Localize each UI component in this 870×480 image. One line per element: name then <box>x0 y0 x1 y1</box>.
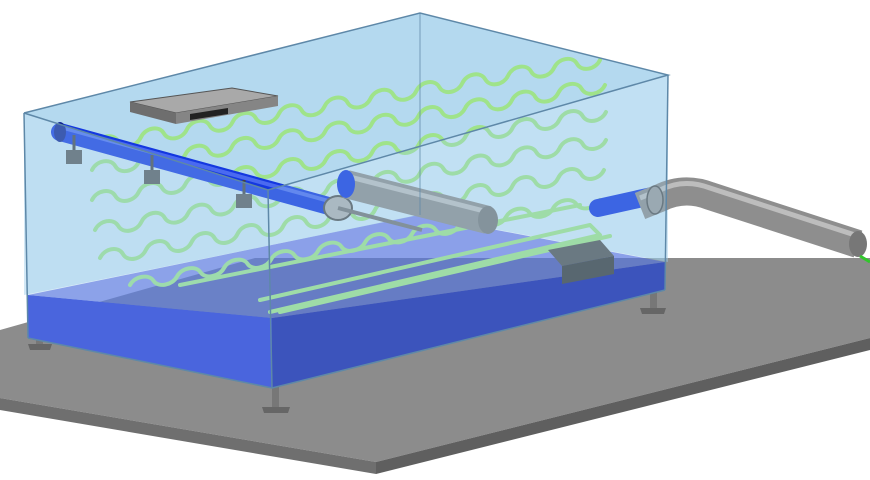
water-surface <box>28 215 665 318</box>
tank-front-wall <box>24 113 272 388</box>
pipe-brackets <box>66 135 252 208</box>
support-leg-front-right <box>262 385 290 413</box>
water-side <box>272 262 665 388</box>
water-volume <box>28 215 665 388</box>
outlet-pipe <box>589 177 870 264</box>
coil-return-run <box>258 223 602 314</box>
control-pad <box>129 87 279 124</box>
header-pipe <box>51 122 423 232</box>
probe-rod <box>337 206 423 232</box>
inlet-pipe <box>337 170 498 234</box>
coil-row <box>93 56 602 149</box>
drain-block <box>548 240 614 284</box>
coil-return-run <box>178 203 582 287</box>
coil-row <box>128 198 602 287</box>
water-front <box>28 295 272 388</box>
coil-row <box>98 167 606 261</box>
water-tank <box>23 12 671 389</box>
coil-row <box>90 109 608 203</box>
slab-front <box>0 398 376 474</box>
tank-right-wall <box>268 75 668 388</box>
green-wire <box>859 254 870 264</box>
support-leg-back-right <box>640 292 666 314</box>
slab-right-edge <box>376 338 870 474</box>
